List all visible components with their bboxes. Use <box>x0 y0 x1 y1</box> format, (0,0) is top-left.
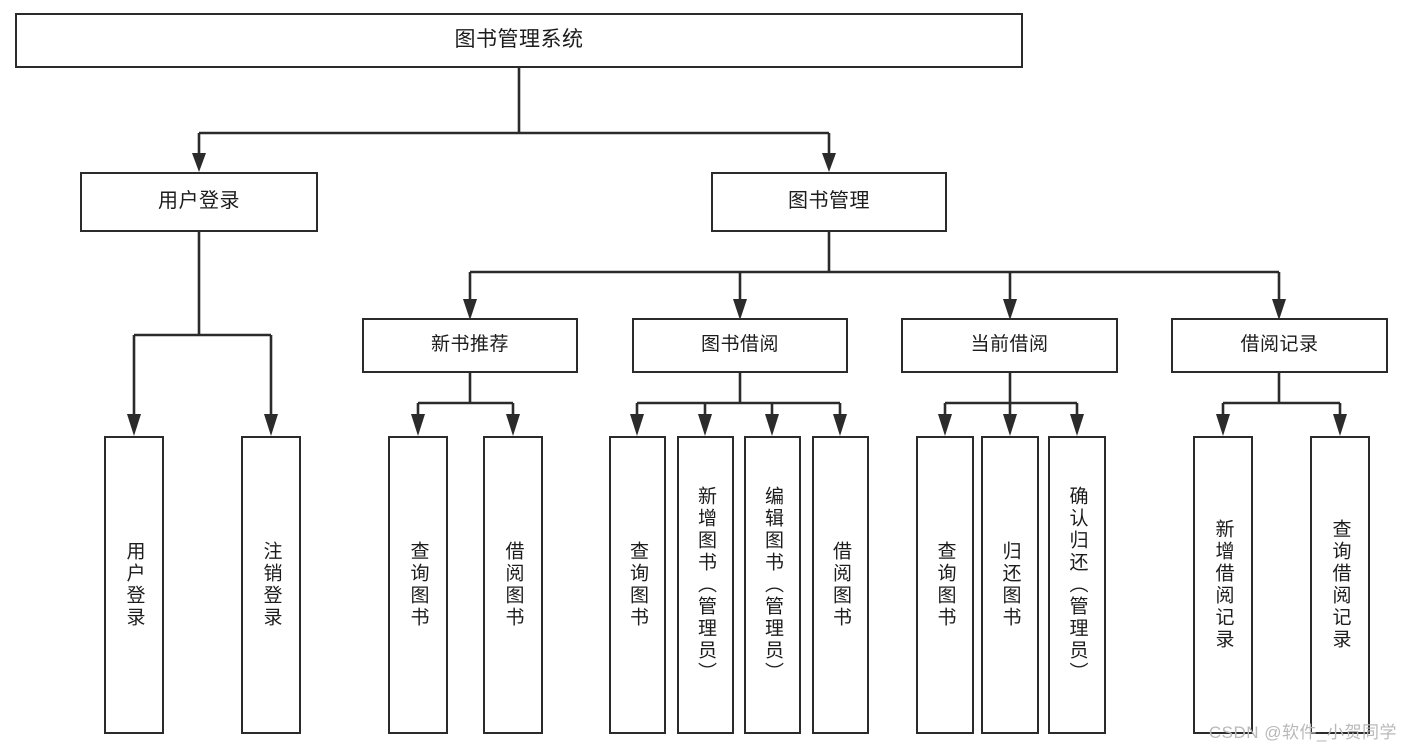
node-label: 图书借阅 <box>700 334 779 356</box>
leaf-edit-book-admin[interactable]: 编辑图书（管理员） <box>744 436 801 734</box>
node-book-borrow[interactable]: 图书借阅 <box>632 318 848 373</box>
node-label: 编辑图书（管理员） <box>762 486 783 684</box>
node-label: 借阅图书 <box>502 541 524 629</box>
node-label: 确认归还（管理员） <box>1066 486 1088 684</box>
leaf-query-book-current[interactable]: 查询图书 <box>916 436 974 734</box>
leaf-return-book[interactable]: 归还图书 <box>981 436 1039 734</box>
leaf-add-book-admin[interactable]: 新增图书（管理员） <box>677 436 734 734</box>
node-label: 新书推荐 <box>430 334 509 356</box>
node-label: 当前借阅 <box>970 334 1049 356</box>
node-label: 图书管理 <box>788 190 870 213</box>
leaf-user-logout[interactable]: 注销登录 <box>241 436 301 734</box>
node-label: 用户登录 <box>158 190 240 213</box>
node-current-borrow[interactable]: 当前借阅 <box>901 318 1118 373</box>
node-root-system[interactable]: 图书管理系统 <box>15 13 1023 68</box>
node-label: 查询图书 <box>407 541 429 629</box>
node-borrow-record[interactable]: 借阅记录 <box>1171 318 1388 373</box>
leaf-query-book-recommend[interactable]: 查询图书 <box>388 436 448 734</box>
node-label: 查询借阅记录 <box>1329 519 1351 651</box>
node-label: 借阅记录 <box>1240 334 1319 356</box>
leaf-query-borrow-record[interactable]: 查询借阅记录 <box>1310 436 1370 734</box>
node-label: 注销登录 <box>260 541 282 629</box>
leaf-borrow-book-recommend[interactable]: 借阅图书 <box>483 436 543 734</box>
leaf-add-borrow-record[interactable]: 新增借阅记录 <box>1193 436 1253 734</box>
node-user-login[interactable]: 用户登录 <box>80 172 318 232</box>
node-label: 用户登录 <box>123 541 145 629</box>
node-label: 归还图书 <box>999 541 1021 629</box>
node-label: 查询图书 <box>627 541 648 629</box>
node-label: 新增图书（管理员） <box>695 486 716 684</box>
leaf-confirm-return-admin[interactable]: 确认归还（管理员） <box>1048 436 1106 734</box>
leaf-borrow-book[interactable]: 借阅图书 <box>812 436 869 734</box>
watermark-text: CSDN @软件_小贺同学 <box>1208 723 1397 742</box>
node-label: 新增借阅记录 <box>1212 519 1234 651</box>
node-label: 查询图书 <box>934 541 956 629</box>
leaf-user-login[interactable]: 用户登录 <box>104 436 164 734</box>
node-label: 图书管理系统 <box>454 28 584 52</box>
leaf-query-book-borrow[interactable]: 查询图书 <box>609 436 666 734</box>
node-label: 借阅图书 <box>830 541 851 629</box>
node-new-book-recommend[interactable]: 新书推荐 <box>362 318 578 373</box>
node-book-management[interactable]: 图书管理 <box>711 172 947 232</box>
